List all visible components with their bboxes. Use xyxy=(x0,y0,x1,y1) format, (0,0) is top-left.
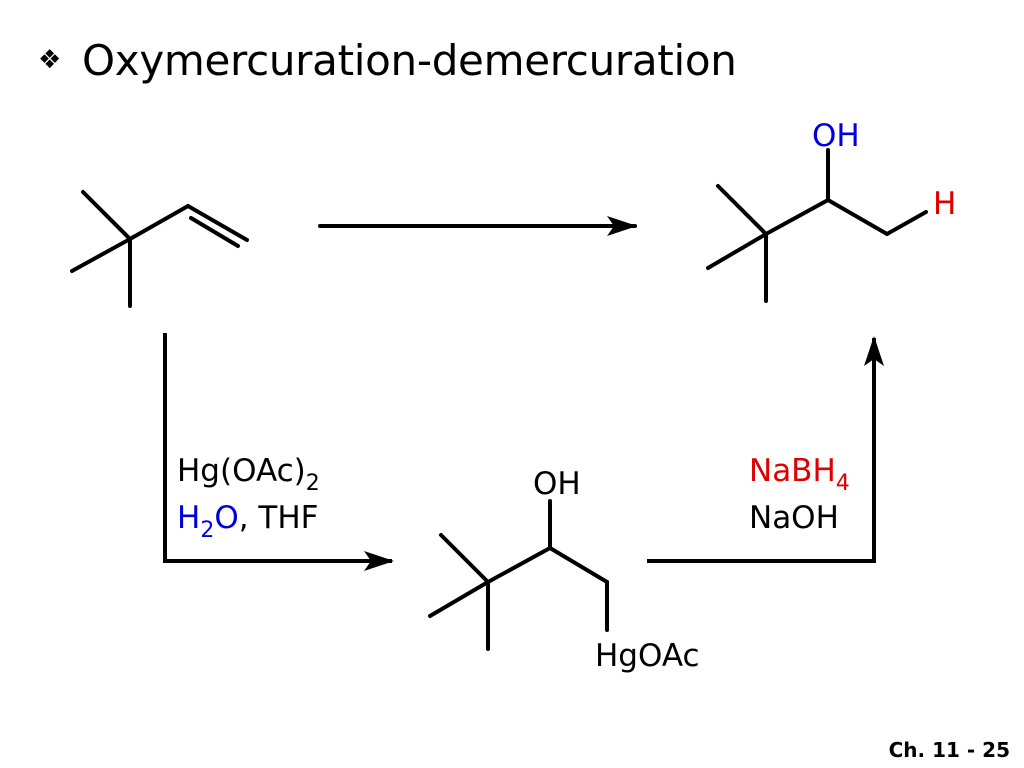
intermediate-hgoac-label: HgOAc xyxy=(595,638,700,674)
step1-reagent-line1: Hg(OAc)2 xyxy=(177,453,320,496)
bond-methyl-top xyxy=(81,190,132,241)
bond-double-outer xyxy=(186,204,249,242)
organomercury-intermediate: OH HgOAc xyxy=(428,466,700,674)
step2-reagent-line1: NaBH4 xyxy=(749,453,850,496)
slide-title: ❖ Oxymercuration-demercuration xyxy=(38,30,737,90)
step2-arrow xyxy=(647,336,884,563)
step1-arrow xyxy=(163,333,394,571)
title-text: Oxymercuration-demercuration xyxy=(82,35,737,85)
bond-methyl-left xyxy=(428,580,490,618)
bond-carbinol-ch2 xyxy=(826,198,889,236)
bond-methyl-left xyxy=(706,232,768,270)
bond-methyl-top xyxy=(439,533,490,584)
diamond-bullet-icon: ❖ xyxy=(38,45,62,75)
bond-double-inner xyxy=(189,216,240,248)
starting-alkene xyxy=(70,190,249,308)
bond-methyl-left xyxy=(70,237,132,273)
bond-methyl-top xyxy=(716,184,768,236)
product-h-label: H xyxy=(933,186,956,222)
intermediate-oh-label: OH xyxy=(533,466,581,502)
bond-to-carbinol xyxy=(486,546,552,584)
bond-ch2-h xyxy=(885,210,928,236)
step2-reagent-line2: NaOH xyxy=(749,500,839,536)
bond-carbinol-ch2 xyxy=(548,546,609,584)
product-alcohol: OH H xyxy=(706,118,956,303)
bond-to-vinyl xyxy=(128,204,190,241)
slide-number: Ch. 11 - 25 xyxy=(888,738,1010,762)
step1-reagent-line2: H2O, THF xyxy=(177,500,319,543)
product-oh-label: OH xyxy=(812,118,860,154)
bond-to-carbinol xyxy=(764,198,830,236)
